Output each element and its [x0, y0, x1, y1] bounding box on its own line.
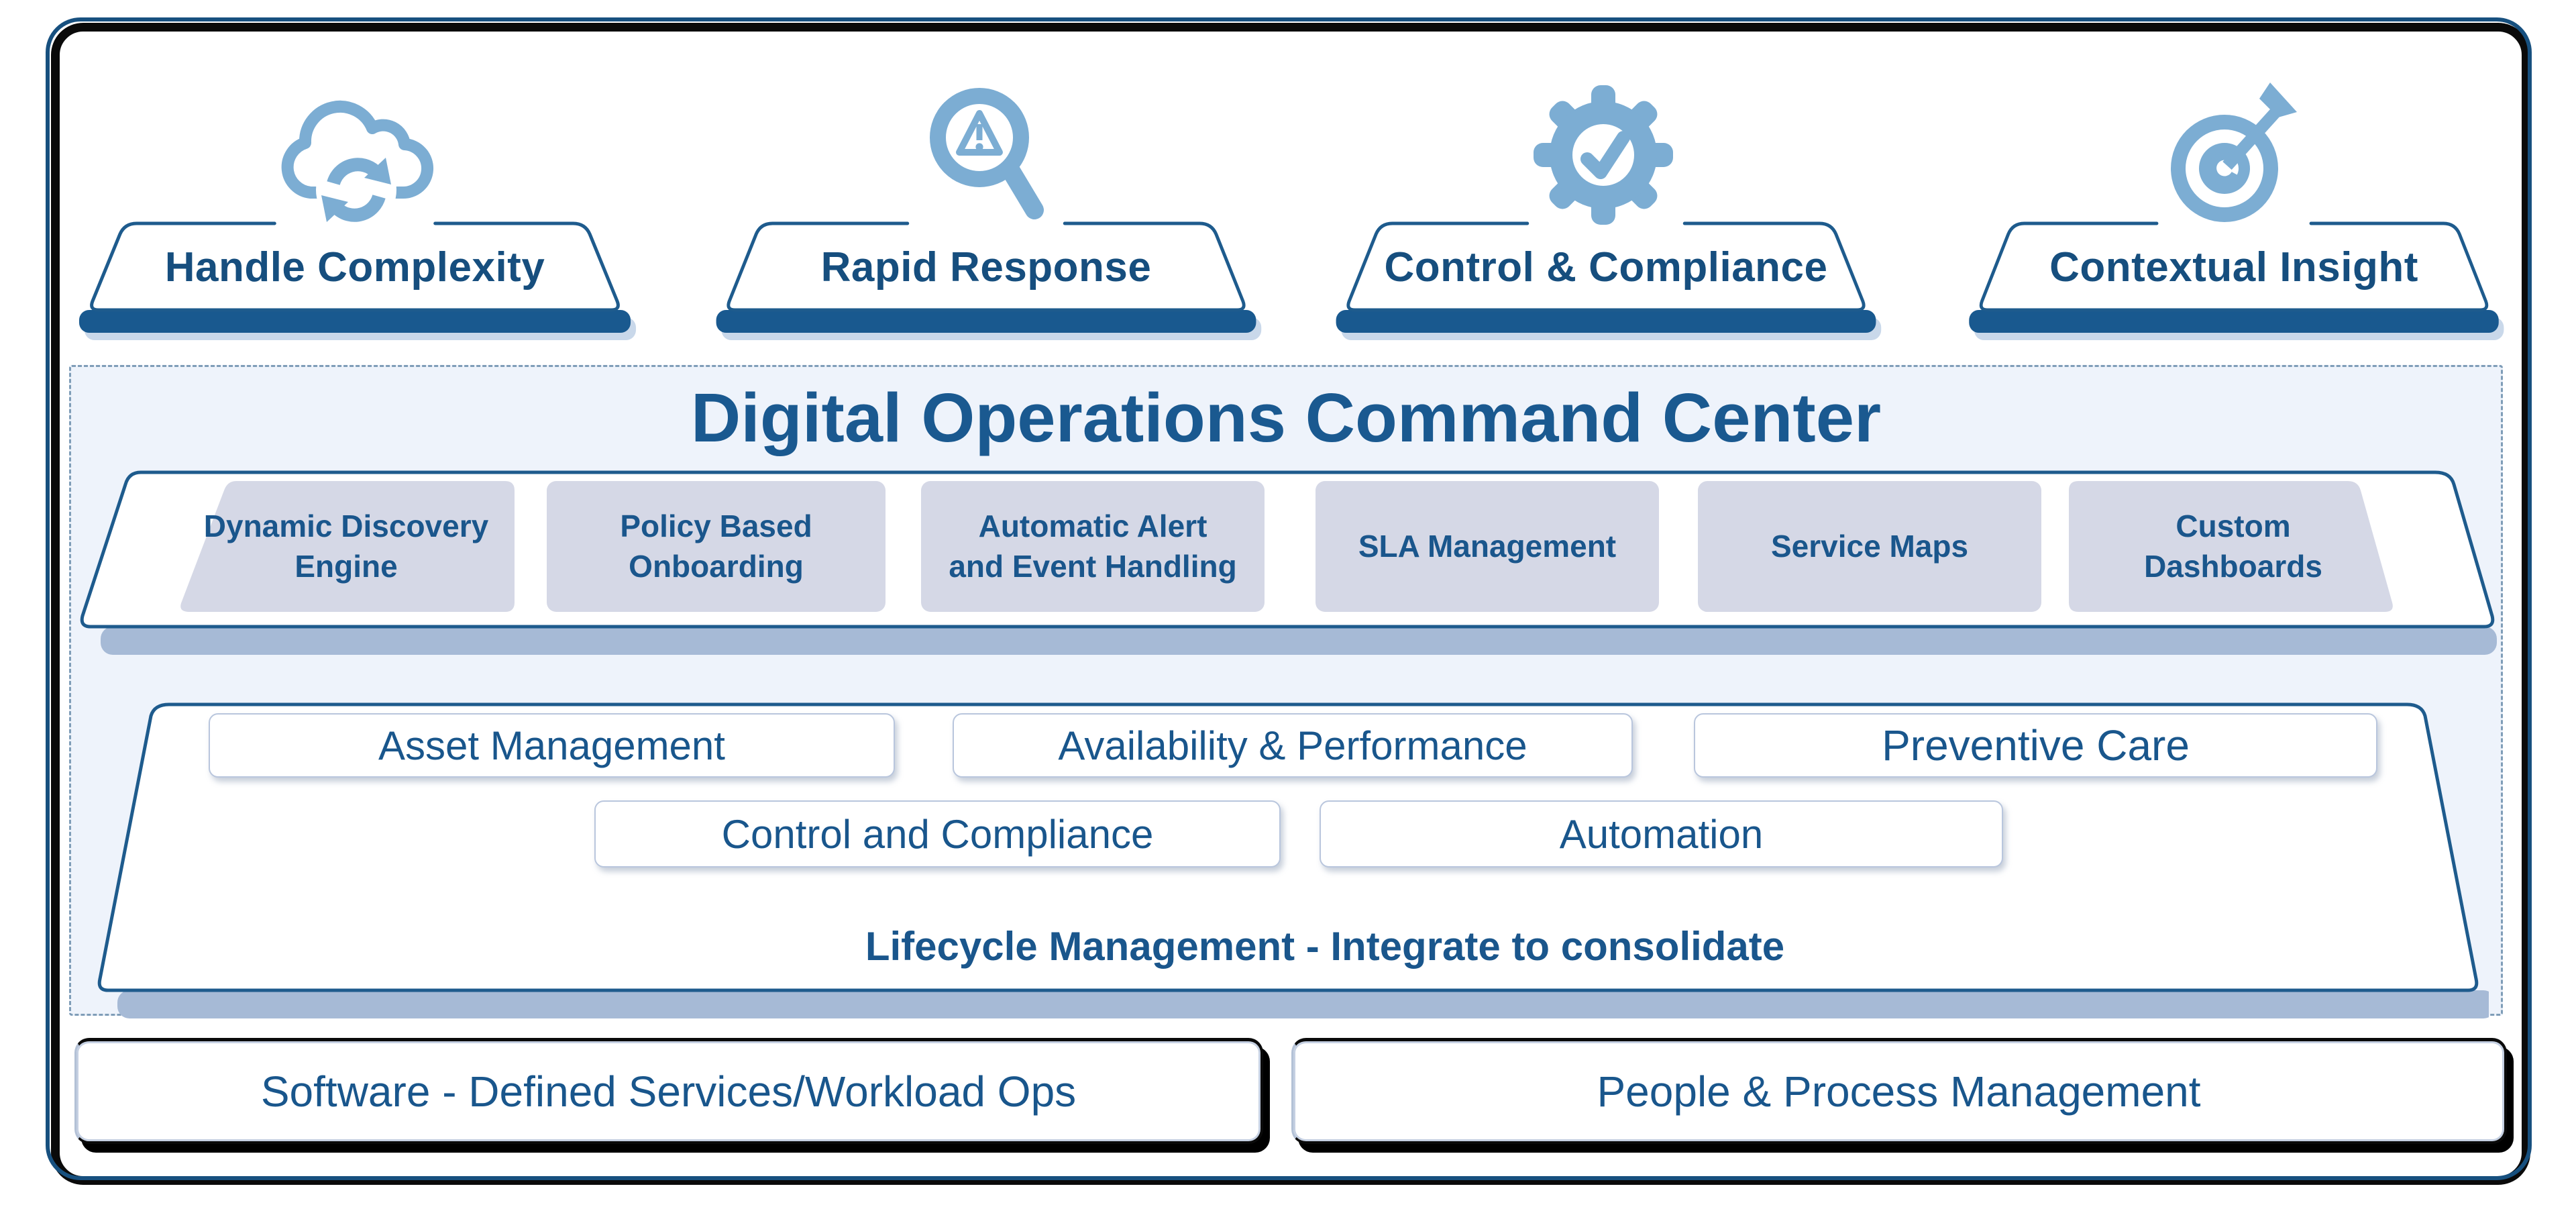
pillar-control-compliance: Control & Compliance [1324, 85, 1888, 347]
module-custom-dashboards: Custom Dashboards [2144, 509, 2322, 584]
pillar-label: Contextual Insight [2049, 244, 2418, 291]
module-service-maps: Service Maps [1770, 529, 1969, 564]
pillar-label: Control & Compliance [1384, 244, 1828, 291]
target-arrow-icon [2171, 83, 2297, 222]
cloud-sync-icon [281, 100, 434, 230]
lifecycle-caption: Lifecycle Management - Integrate to cons… [865, 923, 1785, 969]
badge-shape [716, 221, 1262, 340]
module-sla-management: SLA Management [1358, 529, 1617, 564]
modules-trapezoid: Dynamic Discovery Engine Policy Based On… [77, 468, 2500, 670]
search-alert-icon [930, 88, 1044, 219]
badge-shape [78, 221, 637, 340]
lifecycle-box-automation: Automation [1320, 800, 2003, 868]
module-alert-event-handling: Automatic Alert and Event Handling [949, 509, 1237, 584]
module-policy-onboarding: Policy Based Onboarding [620, 509, 812, 584]
pillar-handle-complexity: Handle Complexity [67, 100, 643, 347]
modules-shape [80, 470, 2497, 655]
page-title: Digital Operations Command Center [690, 379, 1882, 456]
gear-check-icon [1534, 85, 1673, 225]
badge-shape [1969, 221, 2504, 340]
pillar-rapid-response: Rapid Response [704, 88, 1268, 347]
lifecycle-box-preventive-care: Preventive Care [1694, 713, 2377, 778]
foundation-software-defined-services: Software - Defined Services/Workload Ops [74, 1038, 1263, 1144]
pillar-label: Rapid Response [820, 244, 1152, 291]
module-dynamic-discovery: Dynamic Discovery Engine [203, 509, 489, 584]
lifecycle-trapezoid: Asset Management Availability & Performa… [87, 702, 2489, 1024]
pillar-contextual-insight: Contextual Insight [1957, 83, 2510, 347]
lifecycle-box-control-compliance: Control and Compliance [594, 800, 1281, 868]
foundation-people-process-management: People & Process Management [1291, 1038, 2507, 1144]
pillar-label: Handle Complexity [164, 244, 545, 291]
badge-shape [1336, 221, 1882, 340]
lifecycle-box-availability-performance: Availability & Performance [953, 713, 1633, 778]
lifecycle-box-asset-management: Asset Management [209, 713, 895, 778]
